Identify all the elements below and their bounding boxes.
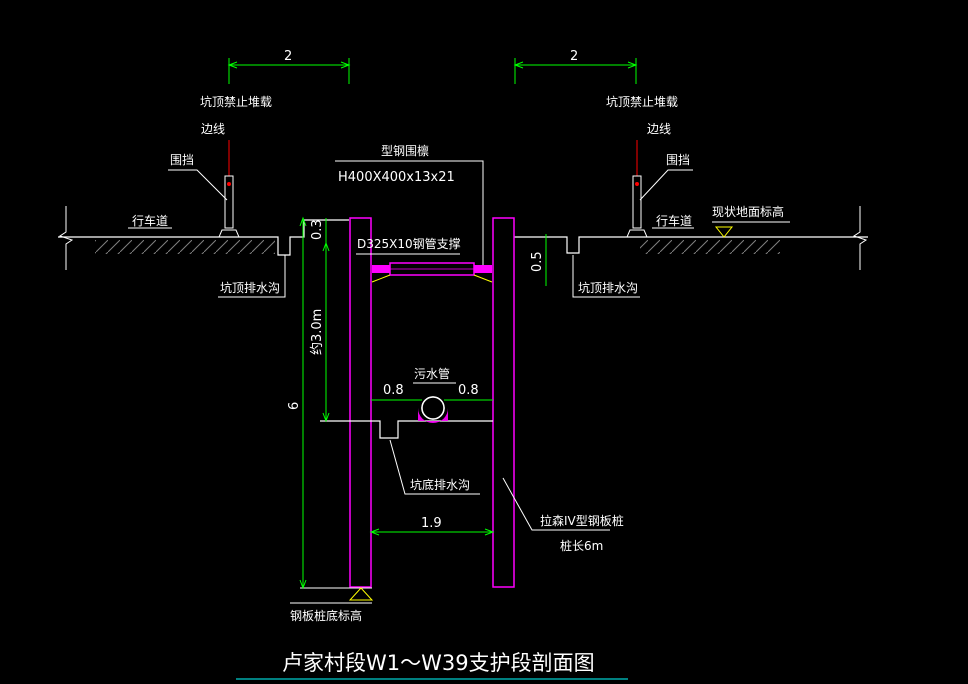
- steel-waler-label: 型钢围檩: [381, 143, 429, 158]
- left-no-load-label: 坑顶禁止堆载: [200, 94, 272, 109]
- pipe-clear-right-dim: 0.8: [458, 383, 479, 398]
- right-fence-label: 围挡: [666, 153, 690, 167]
- strut-brace-left: [371, 274, 391, 283]
- arrow-pile-b: [299, 579, 307, 590]
- arrow-right-setback-b: [627, 61, 638, 69]
- arrow-trench-a: [369, 528, 380, 536]
- right-fence-base: [626, 229, 648, 238]
- ground-level-label: 现状地面标高: [712, 204, 784, 219]
- left-fence-label: 围挡: [170, 153, 194, 167]
- bottom-drain-leader: [389, 439, 480, 495]
- right-waler: [474, 265, 492, 273]
- pile-toe-marker: [348, 587, 374, 601]
- arrow-trench-b: [484, 528, 495, 536]
- ground-level-marker: [714, 226, 734, 238]
- pile-length-dim: 6: [287, 402, 302, 410]
- sewer-pipe-outline: [421, 396, 445, 420]
- waler-leader: [335, 160, 484, 265]
- left-break-line: [58, 206, 74, 270]
- arrow-depth-a: [322, 241, 330, 252]
- pipe-strut-label: D325X10钢管支撑: [357, 236, 461, 251]
- left-waler: [372, 265, 390, 273]
- drawing-title: 卢家村段W1～W39支护段剖面图: [282, 651, 595, 675]
- right-setback-dim: 2: [570, 49, 578, 64]
- right-drain-leader: [572, 255, 640, 298]
- right-top-drain-label: 坑顶排水沟: [578, 280, 638, 295]
- sheet-pile-length-label: 桩长6m: [560, 538, 603, 553]
- drain-depth-dim: 0.5: [530, 251, 545, 272]
- left-fence-light: [227, 182, 231, 186]
- right-sheet-pile: [492, 217, 515, 588]
- left-top-drain-label: 坑顶排水沟: [220, 280, 280, 295]
- arrow-depth-b: [322, 412, 330, 423]
- pile-toe-level-label: 钢板桩底标高: [290, 608, 362, 623]
- left-drain-leader: [218, 255, 286, 298]
- left-fence-base: [218, 229, 240, 238]
- trench-width-dim: 1.9: [421, 516, 442, 531]
- left-road-label: 行车道: [132, 213, 168, 228]
- pipe-clear-left-dim: 0.8: [383, 383, 404, 398]
- left-setback-dim: 2: [284, 49, 292, 64]
- right-no-load-line-label: 边线: [647, 122, 671, 136]
- arrow-right-setback-a: [513, 61, 524, 69]
- left-fence-leader: [168, 169, 228, 201]
- sheet-pile-leader: [502, 477, 610, 531]
- steel-waler-spec-label: H400X400x13x21: [338, 170, 455, 185]
- strut-depth-dim: 0.3: [310, 219, 325, 240]
- left-sheet-pile: [349, 217, 372, 588]
- arrow-left-setback-b: [340, 61, 351, 69]
- bottom-drain-label: 坑底排水沟: [410, 477, 470, 492]
- right-fence-post: [632, 175, 642, 229]
- right-fence-leader: [639, 169, 693, 201]
- right-soil-hatch: [640, 240, 780, 254]
- arrow-left-setback-a: [227, 61, 238, 69]
- pit-bottom-line: [320, 420, 493, 439]
- excavation-depth-dim: 约3.0m: [310, 309, 325, 355]
- left-ground-line: [58, 219, 349, 256]
- strut-brace-right: [473, 274, 493, 283]
- right-no-load-label: 坑顶禁止堆载: [606, 94, 678, 109]
- arrow-pile-a: [299, 216, 307, 227]
- left-no-load-line-label: 边线: [201, 122, 225, 136]
- right-fence-light: [635, 182, 639, 186]
- left-soil-hatch: [95, 240, 275, 254]
- right-road-label: 行车道: [656, 213, 692, 228]
- sewer-pipe-label: 污水管: [414, 366, 450, 381]
- sheet-pile-type-label: 拉森IV型钢板桩: [540, 513, 624, 528]
- left-fence-post: [224, 175, 234, 229]
- right-break-line: [852, 206, 868, 270]
